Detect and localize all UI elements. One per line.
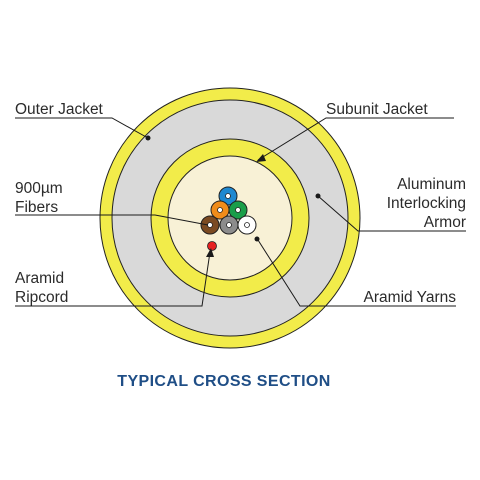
fiber-bundle (200, 186, 257, 235)
leader-outer-jacket (15, 117, 149, 139)
label-armor-line1: Aluminum (397, 176, 466, 193)
leader-aramid-yarns (257, 239, 456, 307)
leader-subunit-jacket-arrow (256, 154, 266, 162)
label-armor-line2: Interlocking (387, 195, 466, 212)
label-ripcord-line1: Aramid (15, 270, 64, 287)
leader-subunit-jacket (257, 117, 454, 161)
leader-aramid-yarns-dot (254, 236, 260, 242)
caption-title: TYPICAL CROSS SECTION (117, 373, 330, 390)
label-outer-jacket: Outer Jacket (15, 101, 104, 118)
label-subunit-jacket: Subunit Jacket (326, 101, 428, 118)
fiber-brown (200, 215, 220, 235)
label-armor-line3: Armor (424, 214, 466, 231)
label-fibers-line1: 900µm (15, 180, 63, 197)
leader-outer-jacket-dot (145, 135, 151, 141)
leader-armor-dot (315, 193, 321, 199)
leader-armor (317, 195, 466, 232)
fiber-white (237, 215, 257, 235)
aramid-ripcord (207, 241, 217, 251)
leader-ripcord (15, 251, 211, 307)
fiber-green (228, 200, 248, 220)
label-ripcord-line2: Ripcord (15, 289, 68, 306)
leader-lines (15, 117, 466, 307)
leader-ripcord-arrow (206, 248, 214, 257)
fiber-gray (219, 215, 239, 235)
label-fibers-line2: Fibers (15, 199, 58, 216)
leader-fibers (15, 214, 209, 226)
label-aramid-yarns: Aramid Yarns (364, 289, 457, 306)
